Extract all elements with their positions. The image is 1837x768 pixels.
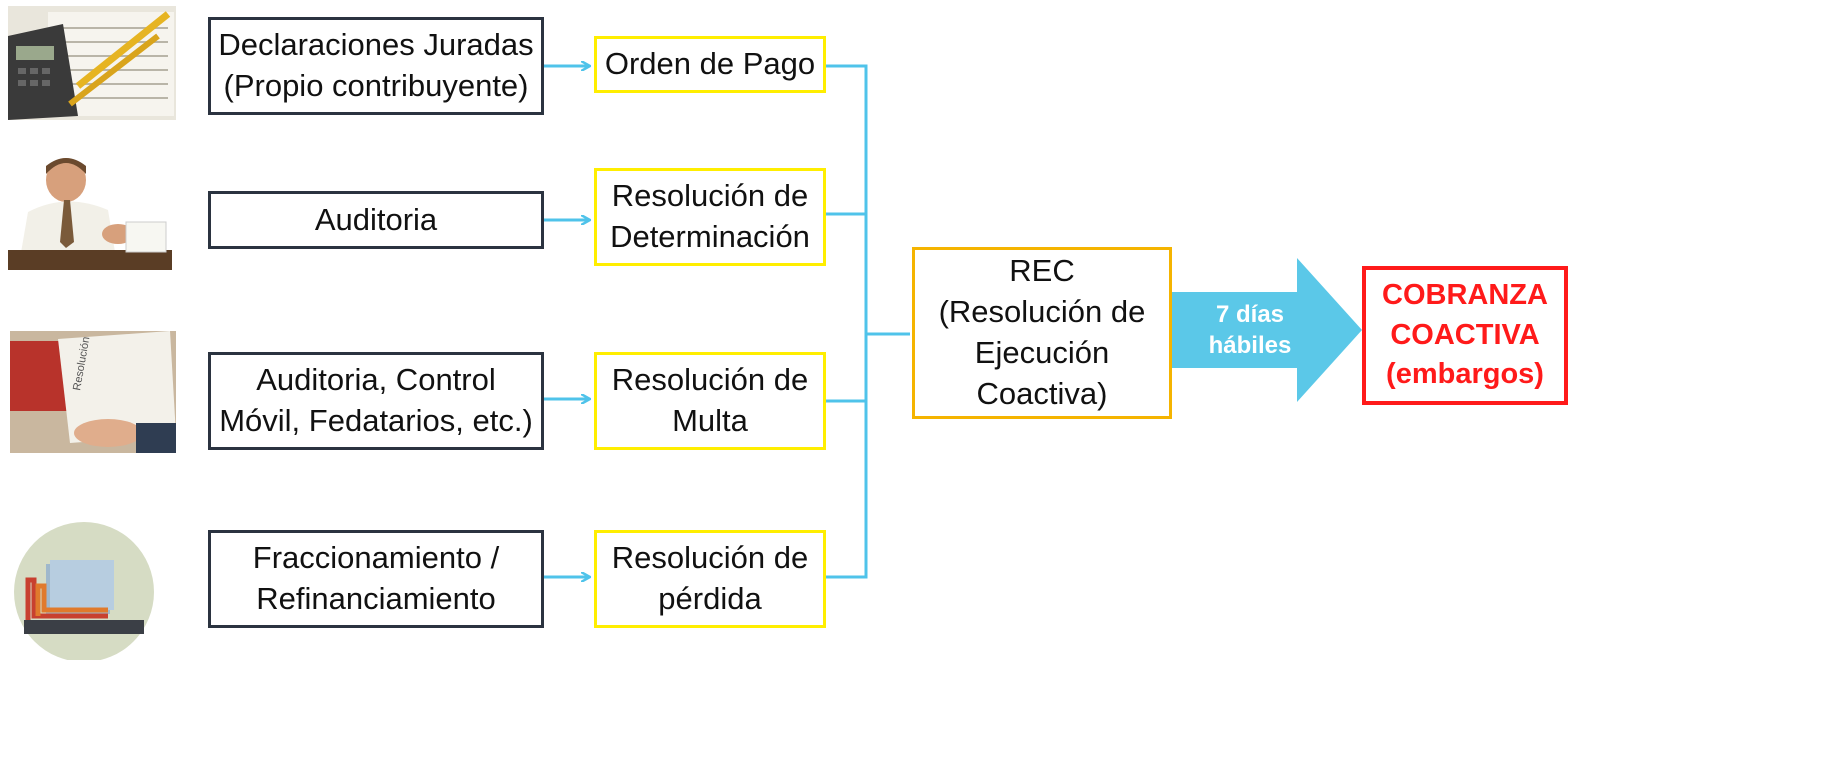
doc-line: Resolución de [611, 362, 809, 398]
source-line: Móvil, Fedatarios, etc.) [219, 403, 533, 438]
bracket-line [826, 64, 868, 579]
doc-orden-de-pago: Orden de Pago [594, 36, 826, 93]
rec-line: Coactiva) [976, 375, 1108, 411]
source-line: Refinanciamiento [256, 581, 496, 616]
source-line: Fraccionamiento / [252, 540, 500, 576]
rec-box: REC (Resolución de Ejecución Coactiva) [912, 247, 1172, 419]
auditor-man-image [8, 152, 172, 270]
cobranza-line: COACTIVA [1390, 318, 1540, 351]
source-line: Auditoria [314, 201, 438, 237]
source-declaraciones-juradas: Declaraciones Juradas (Propio contribuye… [208, 17, 544, 115]
doc-line: Multa [672, 403, 748, 438]
source-auditoria: Auditoria [208, 191, 544, 249]
rec-line: REC [1009, 253, 1075, 289]
installment-plan-badge-image [8, 520, 158, 660]
doc-line: Resolución de [611, 540, 809, 576]
doc-resolucion-perdida: Resolución de pérdida [594, 530, 826, 628]
source-fraccionamiento: Fraccionamiento / Refinanciamiento [208, 530, 544, 628]
source-auditoria-control: Auditoria, Control Móvil, Fedatarios, et… [208, 352, 544, 450]
fine-resolution-paper-image: Resolución [10, 331, 176, 453]
arrow-label: 7 días hábiles [1182, 292, 1318, 368]
cobranza-line: COBRANZA [1382, 279, 1548, 312]
arrow-line: 7 días [1215, 300, 1285, 328]
source-line: (Propio contribuyente) [223, 68, 529, 103]
doc-line: Orden de Pago [604, 46, 816, 82]
doc-line: Resolución de [611, 178, 809, 214]
tax-forms-calculator-image [8, 6, 176, 120]
doc-resolucion-multa: Resolución de Multa [594, 352, 826, 450]
arrow-line: hábiles [1208, 332, 1292, 359]
source-line: Declaraciones Juradas [218, 27, 534, 63]
rec-line: Ejecución [974, 335, 1110, 370]
big-arrow-7-dias [1172, 258, 1362, 402]
doc-resolucion-determinacion: Resolución de Determinación [594, 168, 826, 266]
source-line: Auditoria, Control [256, 362, 496, 398]
doc-line: pérdida [658, 581, 762, 616]
doc-line: Determinación [610, 219, 810, 254]
cobranza-coactiva-box: COBRANZA COACTIVA (embargos) [1362, 266, 1568, 405]
rec-line: (Resolución de [938, 294, 1146, 330]
cobranza-line: (embargos) [1386, 358, 1544, 391]
